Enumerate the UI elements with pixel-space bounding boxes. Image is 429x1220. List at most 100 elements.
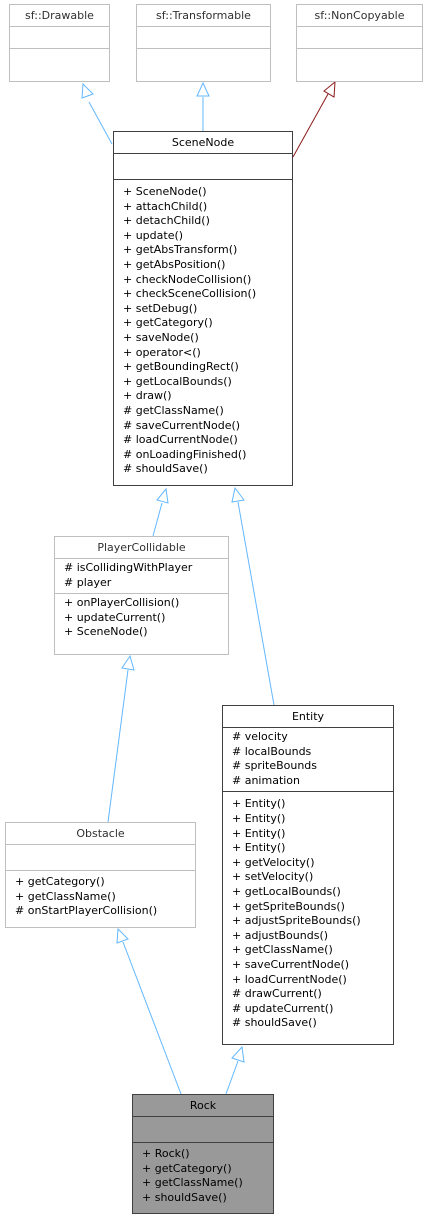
arrowhead-playercollidable: [121, 654, 135, 671]
method-item: + adjustBounds(): [232, 928, 329, 942]
edge-rock-obstacle: [122, 941, 182, 1095]
method-item: + setDebug(): [123, 301, 198, 315]
edge-entity-scenenode: [237, 501, 275, 706]
attribute-item: # localBounds: [232, 744, 312, 758]
method-item: # drawCurrent(): [232, 987, 322, 1001]
attribute-item: # animation: [232, 773, 301, 787]
method-item: + getCategory(): [142, 1161, 232, 1175]
methods-section: + Entity() + Entity() + Entity() + Entit…: [223, 791, 393, 1034]
method-item: + Entity(): [232, 811, 286, 825]
attributes-section: [6, 844, 195, 870]
arrowhead-noncopyable: [323, 80, 336, 98]
method-item: + checkSceneCollision(): [123, 287, 257, 301]
class-sf-noncopyable[interactable]: sf::NonCopyable: [296, 4, 423, 82]
method-item: + Entity(): [232, 797, 286, 811]
method-item: # onStartPlayerCollision(): [15, 904, 158, 918]
method-item: # onLoadingFinished(): [123, 447, 247, 461]
method-item: + saveCurrentNode(): [232, 957, 350, 971]
method-item: + getAbsTransform(): [123, 243, 238, 257]
attributes-section: [10, 26, 109, 48]
arrowhead-scenenode-from-playercollidable: [156, 487, 169, 504]
method-item: + getCategory(): [123, 316, 213, 330]
method-item: # saveCurrentNode(): [123, 418, 241, 432]
class-sf-drawable[interactable]: sf::Drawable: [9, 4, 110, 82]
method-item: + getClassName(): [15, 889, 116, 903]
class-name: sf::NonCopyable: [314, 9, 405, 22]
attributes-section: [137, 26, 270, 48]
class-sf-transformable[interactable]: sf::Transformable: [136, 4, 271, 82]
method-item: + Rock(): [142, 1147, 190, 1160]
method-item: + attachChild(): [123, 199, 208, 213]
methods-section: + getCategory() + getClassName() # onSta…: [6, 870, 195, 922]
class-name: sf::Transformable: [156, 9, 251, 22]
methods-section: + SceneNode() + attachChild() + detachCh…: [114, 179, 292, 480]
attributes-section: [133, 1116, 273, 1142]
methods-section: [10, 48, 109, 70]
method-item: + operator<(): [123, 345, 201, 359]
arrowhead-scenenode-from-entity: [231, 486, 245, 503]
attributes-section: # isCollidingWithPlayer # player: [55, 558, 228, 593]
attributes-section: [114, 153, 292, 179]
method-item: + shouldSave(): [142, 1190, 227, 1204]
class-name: PlayerCollidable: [97, 541, 186, 554]
method-item: # shouldSave(): [123, 462, 208, 476]
method-item: + updateCurrent(): [64, 610, 166, 624]
attributes-section: # velocity # localBounds # spriteBounds …: [223, 727, 393, 791]
method-item: + getLocalBounds(): [123, 374, 232, 388]
methods-section: [137, 48, 270, 70]
class-name: Entity: [291, 710, 325, 723]
class-name: SceneNode: [171, 136, 235, 149]
method-item: + getCategory(): [15, 875, 105, 888]
arrowhead-obstacle: [116, 927, 129, 944]
attributes-section: [297, 26, 422, 48]
method-item: # updateCurrent(): [232, 1001, 334, 1015]
class-entity[interactable]: Entity # velocity # localBounds # sprite…: [222, 705, 394, 1045]
method-item: + SceneNode(): [123, 185, 207, 198]
arrowhead-drawable: [81, 82, 94, 99]
methods-section: + Rock() + getCategory() + getClassName(…: [133, 1142, 273, 1208]
method-item: + setVelocity(): [232, 870, 314, 884]
method-item: + draw(): [123, 389, 172, 403]
edge-rock-entity: [225, 1060, 239, 1095]
edge-scenenode-noncopyable: [292, 93, 329, 158]
arrowhead-entity: [231, 1045, 245, 1063]
edge-scenenode-drawable: [88, 101, 113, 145]
method-item: + getClassName(): [142, 1176, 243, 1190]
method-item: + checkNodeCollision(): [123, 272, 252, 286]
method-item: + getLocalBounds(): [232, 884, 341, 898]
attribute-item: # spriteBounds: [232, 759, 318, 773]
class-playercollidable[interactable]: PlayerCollidable # isCollidingWithPlayer…: [54, 536, 229, 655]
method-item: # loadCurrentNode(): [123, 433, 238, 447]
arrowhead-transformable: [196, 81, 210, 97]
class-scenenode[interactable]: SceneNode + SceneNode() + attachChild() …: [113, 131, 293, 486]
method-item: + SceneNode(): [64, 625, 148, 639]
method-item: + loadCurrentNode(): [232, 972, 347, 986]
attribute-item: # velocity: [232, 730, 288, 743]
edge-playercollidable-scenenode: [152, 502, 163, 537]
method-item: + getClassName(): [232, 943, 333, 957]
method-item: + Entity(): [232, 826, 286, 840]
class-obstacle[interactable]: Obstacle + getCategory() + getClassName(…: [5, 822, 196, 928]
method-item: + getAbsPosition(): [123, 257, 226, 271]
class-rock: Rock + Rock() + getCategory() + getClass…: [132, 1094, 274, 1214]
method-item: + getSpriteBounds(): [232, 899, 345, 913]
class-name: Obstacle: [76, 827, 125, 840]
method-item: + getBoundingRect(): [123, 360, 239, 374]
method-item: + update(): [123, 228, 184, 242]
method-item: + detachChild(): [123, 214, 210, 228]
method-item: + saveNode(): [123, 330, 199, 344]
method-item: + onPlayerCollision(): [64, 596, 180, 610]
method-item: # shouldSave(): [232, 1016, 317, 1030]
attribute-item: # isCollidingWithPlayer: [64, 561, 193, 574]
methods-section: + onPlayerCollision() + updateCurrent() …: [55, 593, 228, 643]
edge-obstacle-playercollidable: [107, 669, 129, 823]
class-name: Rock: [189, 1099, 217, 1112]
methods-section: [297, 48, 422, 70]
method-item: + Entity(): [232, 841, 286, 855]
method-item: + getVelocity(): [232, 855, 315, 869]
method-item: + adjustSpriteBounds(): [232, 914, 361, 928]
attribute-item: # player: [64, 575, 112, 589]
class-name: sf::Drawable: [25, 9, 94, 22]
method-item: # getClassName(): [123, 403, 224, 417]
